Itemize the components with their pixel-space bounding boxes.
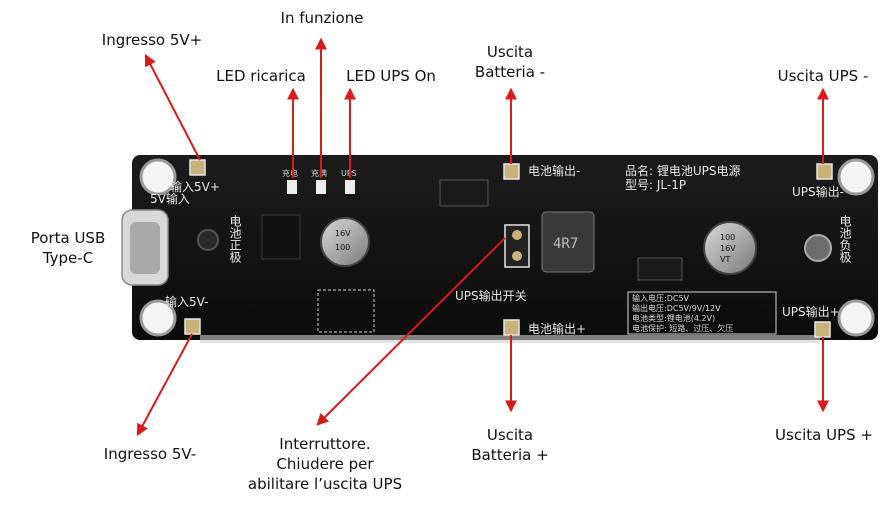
inductor-small	[197, 229, 219, 251]
silk-ups-switch: UPS输出开关	[455, 288, 527, 303]
silk-info-block	[317, 289, 375, 333]
callout-arrows	[136, 37, 829, 437]
label-uscita-batteria-minus: Uscita Batteria -	[474, 43, 546, 81]
solder-pad	[184, 159, 833, 338]
mounting-hole	[139, 158, 875, 337]
silk-battery-out-plus: 电池输出+	[528, 321, 586, 336]
label-uscita-ups-minus: Uscita UPS -	[777, 67, 869, 85]
label-porta-usb: Porta USB Type-C	[30, 229, 106, 267]
silk-battery-neg: 电池负极	[838, 215, 852, 263]
svg-text:16V: 16V	[720, 244, 736, 253]
silk-title-line1: 品名: 锂电池UPS电源	[625, 163, 741, 178]
svg-text:100: 100	[720, 233, 735, 242]
svg-text:电池类型:锂电池(4.2V): 电池类型:锂电池(4.2V)	[632, 313, 715, 323]
capacitor-c3: 16V 100	[320, 217, 370, 267]
svg-text:100: 100	[335, 243, 350, 252]
svg-text:输出电压:DC5V/9V/12V: 输出电压:DC5V/9V/12V	[632, 303, 721, 313]
thermistor	[804, 234, 832, 262]
svg-text:VT: VT	[720, 255, 730, 264]
svg-text:4R7: 4R7	[553, 236, 578, 252]
silk-led-charge: 充电	[282, 168, 298, 178]
label-led-ricarica: LED ricarica	[216, 67, 306, 85]
silk-ups-out-minus: UPS输出-	[792, 184, 844, 199]
capacitor-c5: 100 16V VT	[703, 221, 757, 275]
led-group: 充电 充满 UPS	[282, 168, 357, 194]
spec-box: 输入电压:DC5V 输出电压:DC5V/9V/12V 电池类型:锂电池(4.2V…	[627, 291, 777, 335]
svg-text:电池保护: 短路、过压、欠压: 电池保护: 短路、过压、欠压	[632, 323, 733, 333]
pcb-board: 输入5V+ 5V输入 输入5V- 电池输出- 电池输出+ UPS输出- UPS输…	[121, 155, 878, 343]
silk-battery-out-minus: 电池输出-	[528, 163, 580, 178]
chip-u1	[261, 214, 301, 260]
usb-type-c-connector	[121, 209, 169, 286]
silk-led-ups: UPS	[341, 169, 357, 178]
silk-input-minus: 输入5V-	[165, 294, 208, 309]
silk-battery-pos: 电池正极	[228, 215, 242, 263]
label-led-ups-on: LED UPS On	[346, 67, 436, 85]
arrow-interruttore	[316, 237, 506, 426]
svg-text:16V: 16V	[335, 229, 351, 238]
arrow-ingresso-5v-minus	[136, 333, 193, 437]
svg-text:输入电压:DC5V: 输入电压:DC5V	[632, 293, 690, 303]
label-uscita-ups-plus: Uscita UPS +	[775, 426, 873, 444]
arrow-ingresso-5v-plus	[144, 53, 201, 161]
label-interruttore: Interruttore. Chiudere per abilitare l’u…	[247, 435, 403, 493]
ups-switch-jumper	[504, 224, 530, 268]
silk-input-plus: 输入5V+	[170, 179, 220, 194]
inductor-4r7: 4R7	[541, 211, 595, 273]
label-in-funzione: In funzione	[280, 9, 364, 27]
label-ingresso-5v-minus: Ingresso 5V-	[103, 445, 197, 463]
silk-ups-out-plus: UPS输出+	[782, 304, 840, 319]
silk-5v-input: 5V输入	[150, 191, 190, 206]
silk-title-line2: 型号: JL-1P	[625, 178, 686, 192]
diode-d4	[637, 257, 683, 281]
diode-d5	[439, 179, 489, 207]
label-ingresso-5v-plus: Ingresso 5V+	[101, 31, 203, 49]
label-uscita-batteria-plus: Uscita Batteria +	[471, 426, 549, 464]
silk-led-charged: 充满	[311, 168, 327, 178]
